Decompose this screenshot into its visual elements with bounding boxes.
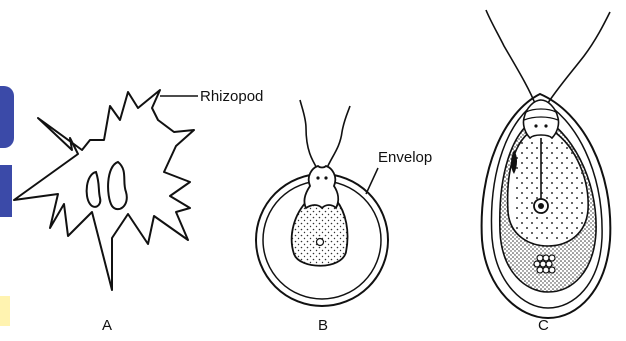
apical-collar-b <box>304 166 338 208</box>
flagellum-c-right <box>546 12 610 106</box>
cell-a: Rhizopod A <box>14 88 263 334</box>
eyespot-c-left <box>534 124 537 127</box>
left-edge-artifact-yellow <box>0 296 10 326</box>
panel-label-b: B <box>318 317 328 334</box>
chloroplast-c-stipple <box>514 140 584 240</box>
left-edge-artifact-top <box>0 86 14 148</box>
nucleus-left <box>87 172 101 207</box>
nucleolus-c <box>538 203 544 209</box>
rhizopod-label: Rhizopod <box>200 88 263 105</box>
cell-b: Envelop B <box>256 100 432 334</box>
envelop-label: Envelop <box>378 149 432 166</box>
flagellum-c-left <box>486 10 536 106</box>
pyrenoid-c <box>534 255 555 273</box>
nucleus-b <box>317 239 324 246</box>
eyespot-b-right <box>324 176 327 179</box>
panel-label-c: C <box>538 317 549 334</box>
cell-c: C <box>482 10 611 334</box>
protoplast-b <box>292 200 348 266</box>
flagellum-left <box>300 100 318 170</box>
panel-label-a: A <box>102 317 112 334</box>
flagellum-right <box>326 106 350 170</box>
envelop-pointer <box>366 168 378 194</box>
rhizopod-cell-outline <box>14 90 194 290</box>
eyespot-b-left <box>316 176 319 179</box>
nucleus-right <box>108 162 127 209</box>
left-edge-artifact-bottom <box>0 165 12 217</box>
eyespot-c-right <box>544 124 547 127</box>
